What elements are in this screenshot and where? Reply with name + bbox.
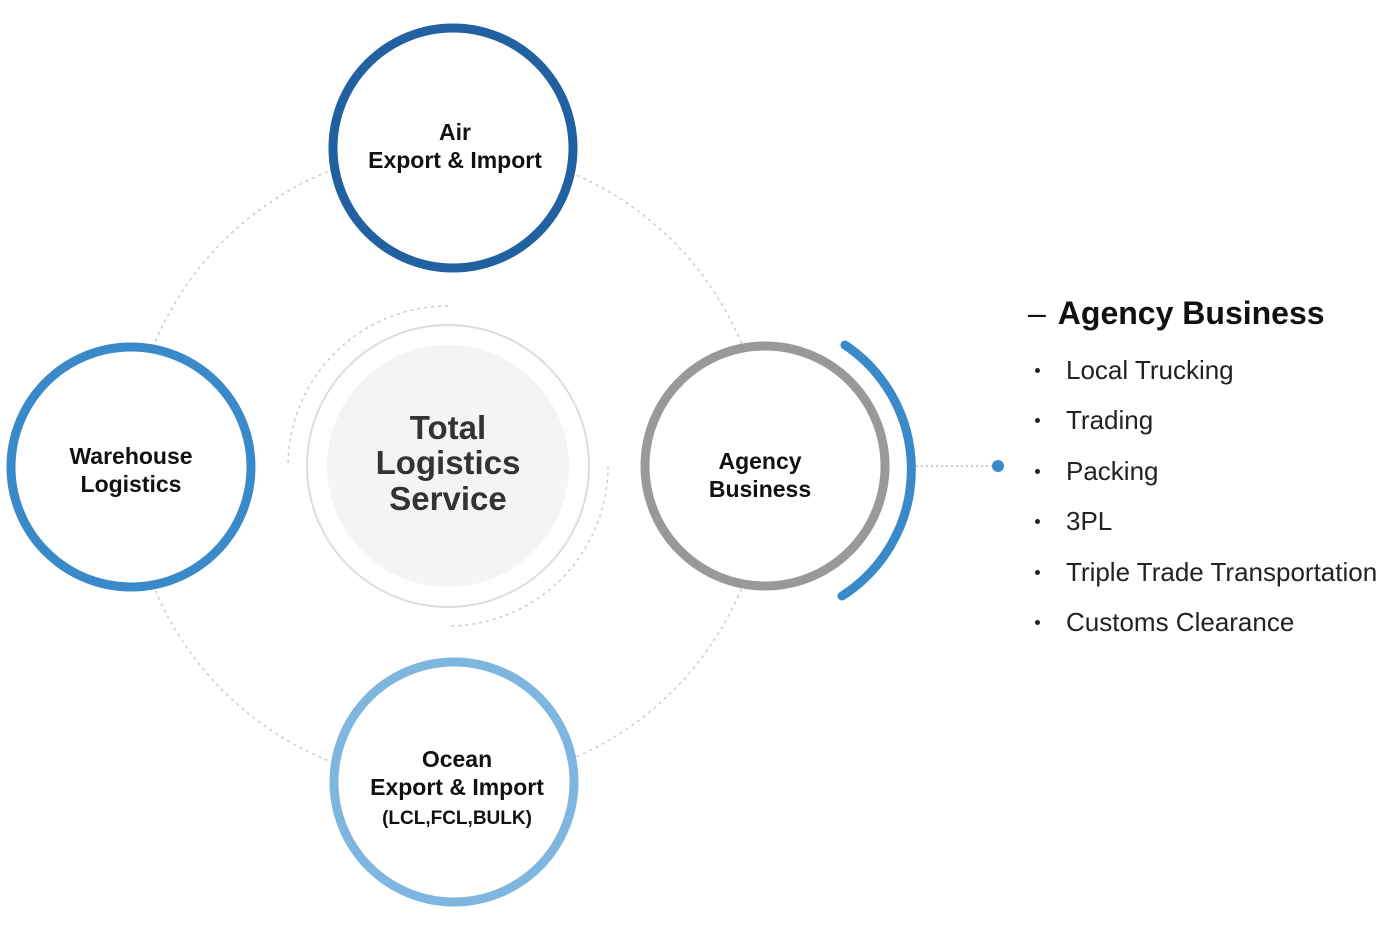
air-node-label: Air Export & Import	[355, 118, 555, 174]
warehouse-node-circle[interactable]	[6, 342, 256, 592]
list-item: Local Trucking	[1028, 345, 1400, 395]
ocean-node-label: Ocean Export & Import (LCL,FCL,BULK)	[357, 745, 557, 830]
agency-node-label: Agency Business	[660, 447, 860, 503]
air-node-circle[interactable]	[328, 23, 578, 273]
warehouse-node-label-line: Logistics	[80, 471, 182, 498]
warehouse-node-label: Warehouse Logistics	[31, 442, 231, 498]
agency-node-label-line: Business	[708, 476, 812, 503]
warehouse-node-label-line: Warehouse	[69, 443, 193, 469]
ocean-node-label-line: Ocean	[421, 746, 493, 772]
agency-connector-dot	[992, 460, 1004, 472]
ocean-node-sublabel: (LCL,FCL,BULK)	[382, 808, 532, 830]
agency-node-label-line: Agency	[718, 448, 802, 474]
list-item: 3PL	[1028, 496, 1400, 546]
agency-highlight-arc	[837, 340, 916, 601]
title-dash: –	[1028, 295, 1046, 331]
agency-node-circle[interactable]	[640, 341, 890, 591]
center-title-line: Logistics	[375, 444, 521, 482]
list-item: Customs Clearance	[1028, 597, 1400, 647]
list-item: Packing	[1028, 446, 1400, 496]
ocean-node-label-line: Export & Import	[370, 774, 544, 801]
list-item: Trading	[1028, 395, 1400, 445]
center-title: Total Logistics Service	[348, 410, 548, 516]
air-node-label-line: Export & Import	[368, 147, 542, 174]
center-title-line: Service	[389, 479, 507, 517]
agency-service-list: Local Trucking Trading Packing 3PL Tripl…	[1028, 345, 1400, 647]
air-node-label-line: Air	[439, 119, 471, 145]
agency-detail-title: –Agency Business	[1028, 293, 1400, 333]
agency-detail-title-text: Agency Business	[1057, 295, 1325, 331]
ocean-node-circle[interactable]	[329, 657, 579, 907]
center-title-line: Total	[409, 409, 487, 446]
list-item: Triple Trade Transportation	[1028, 547, 1400, 597]
center-disc	[327, 345, 569, 587]
agency-detail-panel: –Agency Business Local Trucking Trading …	[1028, 293, 1400, 647]
